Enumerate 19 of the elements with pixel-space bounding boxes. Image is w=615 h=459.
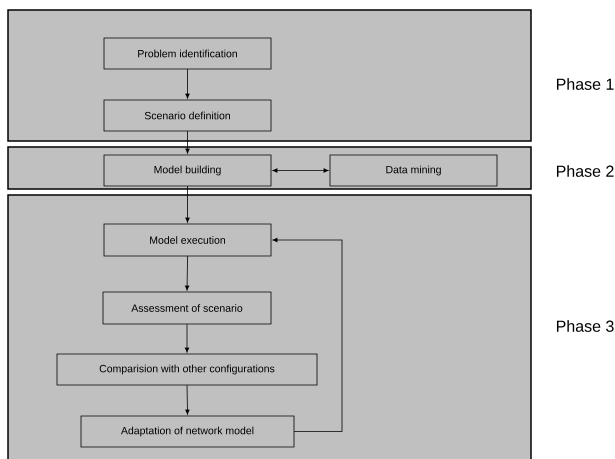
process-box: Scenario definition [104,100,272,132]
phase-label: Phase 2 [556,165,614,177]
process-box: Adaptation of network model [80,416,294,448]
arrow [185,186,190,223]
process-box: Data mining [330,154,498,186]
phase-label: Phase 1 [556,78,614,90]
arrow [185,131,190,154]
arrow [184,324,190,353]
phase-label: Phase 3 [556,320,614,332]
arrow [272,238,342,432]
process-box: Problem identification [104,38,272,70]
arrow [185,385,190,415]
process-box: Model execution [104,224,272,256]
arrow [184,256,190,290]
arrow [185,69,190,98]
arrow [272,168,328,173]
process-box: Comparision with other configurations [56,354,318,386]
process-box: Assessment of scenario [102,292,272,324]
process-box: Model building [104,154,272,186]
